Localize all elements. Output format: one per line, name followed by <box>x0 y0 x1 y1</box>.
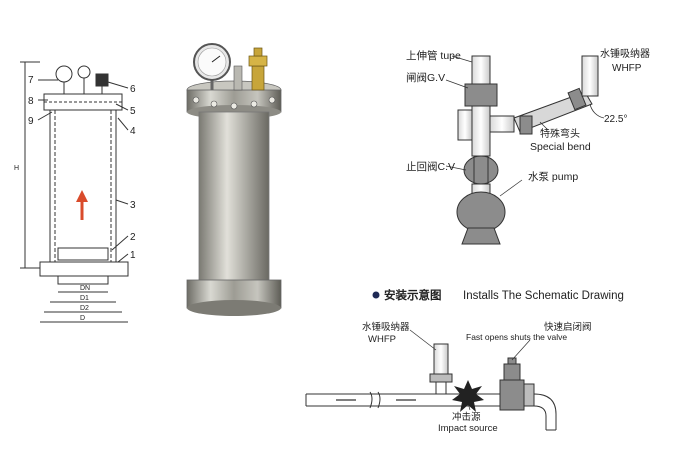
product-illustration <box>186 43 282 316</box>
part-number-labels: 7 8 9 6 5 4 3 2 1 <box>28 75 136 261</box>
install-title-cn: 安装示意图 <box>384 288 442 302</box>
install-absorber-en: WHFP <box>368 334 396 345</box>
part-5: 5 <box>130 106 136 117</box>
cross-section-drawing <box>20 61 129 323</box>
install-title-en: Installs The Schematic Drawing <box>463 290 624 302</box>
dimension-labels: H DN D1 D2 D <box>14 165 90 322</box>
impact-burst-icon <box>452 380 484 412</box>
flow-arrow-icon <box>76 190 88 220</box>
angle-arc <box>589 103 605 119</box>
install-valve-cn: 快速启闭阀 <box>544 321 592 333</box>
part-1: 1 <box>130 250 136 261</box>
part-9: 9 <box>28 116 34 127</box>
install-labels: 水锤吸纳器 WHFP 快速启闭阀 Fast opens shuts the va… <box>362 321 592 434</box>
label-upper-pipe: 上伸管 tupe <box>406 49 461 62</box>
label-check-valve: 止回阀C.V <box>406 160 455 173</box>
part-4: 4 <box>130 126 136 137</box>
part-8: 8 <box>28 96 34 107</box>
schematic-labels: 上伸管 tupe 闸阀G.V 止回阀C.V 水泵 pump 水锤吸纳器 WHFP… <box>406 47 650 183</box>
install-impact-en: Impact source <box>438 423 498 434</box>
install-absorber-cn: 水锤吸纳器 <box>362 321 410 333</box>
label-absorber-en: WHFP <box>612 63 642 74</box>
label-special-bend-cn: 特殊弯头 <box>540 127 580 140</box>
label-special-bend-en: Special bend <box>530 141 591 153</box>
dim-h: H <box>14 165 19 172</box>
install-valve-en: Fast opens shuts the valve <box>466 332 567 342</box>
bullet-icon <box>372 291 380 299</box>
dim-d: D <box>80 315 85 322</box>
install-title: 安装示意图 Installs The Schematic Drawing <box>372 288 624 302</box>
label-pump: 水泵 pump <box>528 171 578 183</box>
pump-schematic <box>456 55 599 245</box>
label-absorber-cn: 水锤吸纳器 <box>600 47 650 60</box>
install-impact-cn: 冲击源 <box>452 411 481 423</box>
dim-d1: D1 <box>80 295 89 302</box>
part-2: 2 <box>130 232 136 243</box>
part-3: 3 <box>130 200 136 211</box>
label-gate-valve: 闸阀G.V <box>406 71 445 84</box>
schematic-leaders <box>445 55 549 197</box>
part-7: 7 <box>28 75 34 86</box>
label-angle: 22.5° <box>604 114 627 125</box>
install-drawing <box>305 329 557 431</box>
dim-d2: D2 <box>80 305 89 312</box>
dim-dn: DN <box>80 285 90 292</box>
part-6: 6 <box>130 84 136 95</box>
